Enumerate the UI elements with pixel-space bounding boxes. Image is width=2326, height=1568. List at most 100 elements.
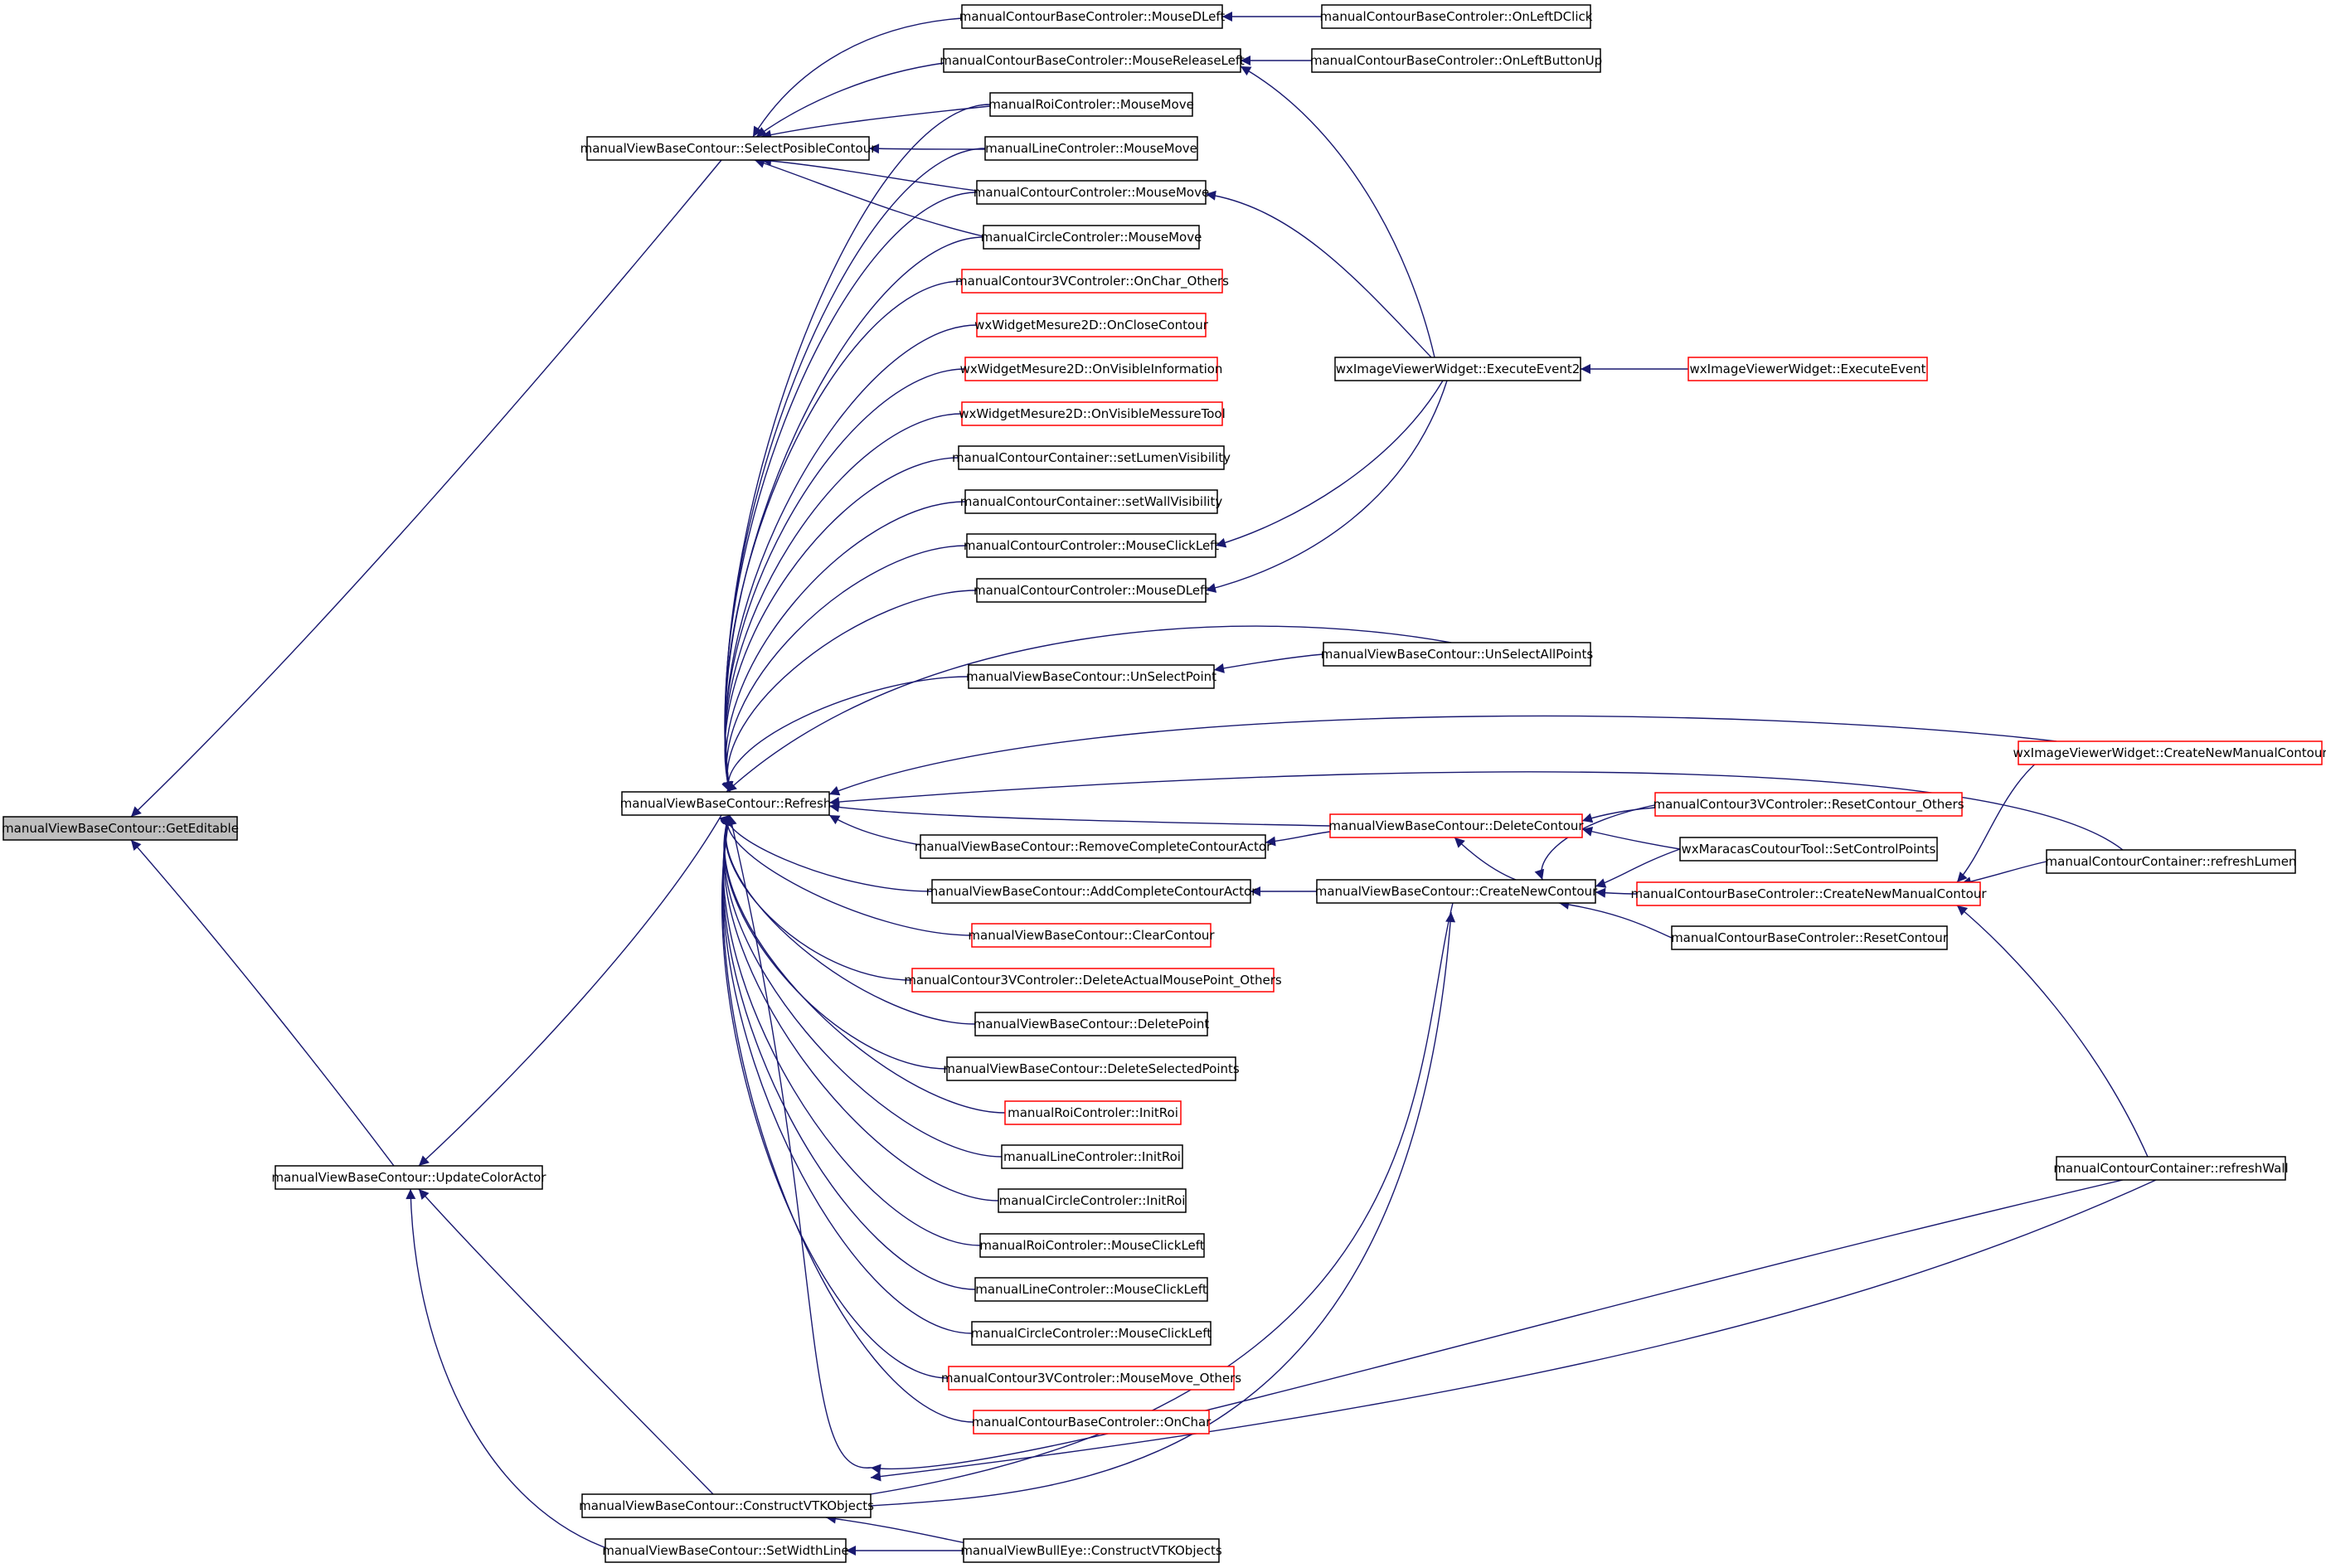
node-box <box>931 879 1251 904</box>
node-roi-init-roi[interactable]: manualRoiControler::InitRoi <box>1004 1100 1182 1125</box>
node-c3v-delete-actual-mouse-point-others[interactable]: manualContour3VControler::DeleteActualMo… <box>904 968 1282 993</box>
edge-set-width-line-to-update-color-actor <box>405 1188 614 1551</box>
edge-add-complete-contour-actor-to-refresh <box>719 814 933 892</box>
edge-wm-on-visible-information-to-refresh <box>722 368 966 793</box>
node-on-left-button-up[interactable]: manualContourBaseControler::OnLeftButton… <box>1310 48 1602 73</box>
node-box <box>961 401 1223 426</box>
node-box <box>1636 881 1981 906</box>
edge-un-select-all-points-to-un-select-point <box>1213 653 1324 673</box>
edge-wm-on-close-contour-to-refresh <box>723 324 978 793</box>
node-box <box>621 791 830 816</box>
node-label: manualRoiControler::InitRoi <box>1008 1105 1178 1120</box>
node-label: wxMaracasCoutourTool::SetControlPoints <box>1682 842 1936 857</box>
node-box <box>2018 740 2323 765</box>
node-box <box>976 313 1207 337</box>
node-box <box>1001 1144 1183 1169</box>
node-line-init-roi[interactable]: manualLineControler::InitRoi <box>1001 1144 1183 1169</box>
node-wm-on-visible-messure-tool[interactable]: wxWidgetMesure2D::OnVisibleMessureTool <box>959 401 1226 426</box>
node-wm-on-close-contour[interactable]: wxWidgetMesure2D::OnCloseContour <box>974 313 1209 337</box>
edge-roi-mouse-move-to-refresh <box>723 104 991 793</box>
node-label: manualLineControler::InitRoi <box>1003 1149 1181 1164</box>
node-base-create-new-manual-contour[interactable]: manualContourBaseControler::CreateNewMan… <box>1630 881 1987 906</box>
edge-roi-mouse-move-to-select-posible-contour <box>760 105 991 140</box>
node-get-editable[interactable]: manualViewBaseContour::GetEditable <box>2 816 239 841</box>
node-label: manualLineControler::MouseClickLeft <box>975 1282 1207 1297</box>
edge-roi-mouse-click-left-to-refresh <box>722 814 981 1246</box>
node-box <box>1311 48 1601 73</box>
node-set-lumen-visibility[interactable]: manualContourContainer::setLumenVisibili… <box>952 445 1231 470</box>
node-box <box>1329 813 1583 838</box>
node-label: manualViewBaseContour::UnSelectPoint <box>966 669 1216 684</box>
node-circle-mouse-move[interactable]: manualCircleControler::MouseMove <box>981 225 1202 250</box>
node-contour-mouse-click-left[interactable]: manualContourControler::MouseClickLeft <box>964 533 1219 558</box>
node-c3v-reset-contour-others[interactable]: manualContour3VControler::ResetContour_O… <box>1653 792 1964 817</box>
edge-un-select-all-points-to-refresh <box>726 625 1452 793</box>
node-refresh[interactable]: manualViewBaseContour::Refresh <box>620 791 832 816</box>
node-label: manualCircleControler::InitRoi <box>999 1193 1186 1208</box>
edge-delete-point-to-refresh <box>721 814 976 1025</box>
node-box <box>948 1366 1235 1391</box>
node-base-mouse-release-left[interactable]: manualContourBaseControler::MouseRelease… <box>940 48 1245 73</box>
node-delete-point[interactable]: manualViewBaseContour::DeletePoint <box>974 1012 1210 1036</box>
node-c3v-mouse-move-others[interactable]: manualContour3VControler::MouseMove_Othe… <box>941 1366 1241 1391</box>
edge-execute-event2-to-contour-mouse-move <box>1205 190 1432 358</box>
node-un-select-all-points[interactable]: manualViewBaseContour::UnSelectAllPoints <box>1321 642 1594 667</box>
node-label: manualContourBaseControler::OnLeftDClick <box>1320 9 1593 24</box>
node-on-left-dclick[interactable]: manualContourBaseControler::OnLeftDClick <box>1320 4 1593 29</box>
node-bull-eye-construct-vtkobjects[interactable]: manualViewBullEye::ConstructVTKObjects <box>960 1538 1222 1563</box>
node-box <box>1323 642 1591 667</box>
node-select-posible-contour[interactable]: manualViewBaseContour::SelectPosibleCont… <box>580 136 877 161</box>
nodes: manualViewBaseContour::GetEditablemanual… <box>2 4 2326 1563</box>
node-delete-selected-points[interactable]: manualViewBaseContour::DeleteSelectedPoi… <box>943 1056 1240 1081</box>
edge-roi-init-roi-to-refresh <box>721 814 1006 1114</box>
node-box <box>1687 357 1928 381</box>
node-contour-mouse-move[interactable]: manualContourControler::MouseMove <box>974 180 1209 205</box>
node-base-reset-contour[interactable]: manualContourBaseControler::ResetContour <box>1671 925 1949 950</box>
node-box <box>2056 1156 2286 1181</box>
node-create-new-contour[interactable]: manualViewBaseContour::CreateNewContour <box>1315 879 1598 904</box>
node-set-wall-visibility[interactable]: manualContourContainer::setWallVisibilit… <box>960 489 1223 514</box>
node-construct-vtkobjects[interactable]: manualViewBaseContour::ConstructVTKObjec… <box>579 1493 874 1518</box>
node-contour-mouse-dleft[interactable]: manualContourControler::MouseDLeft <box>974 578 1209 603</box>
node-box <box>1671 925 1948 950</box>
node-base-on-char[interactable]: manualContourBaseControler::OnChar <box>972 1410 1212 1435</box>
node-update-color-actor[interactable]: manualViewBaseContour::UpdateColorActor <box>272 1165 547 1190</box>
node-box <box>958 445 1225 470</box>
node-circle-mouse-click-left[interactable]: manualCircleControler::MouseClickLeft <box>971 1321 1212 1346</box>
node-label: wxWidgetMesure2D::OnCloseContour <box>974 318 1209 333</box>
edge-execute-event2-to-base-mouse-release-left <box>1240 66 1435 358</box>
node-line-mouse-click-left[interactable]: manualLineControler::MouseClickLeft <box>974 1277 1208 1302</box>
node-execute-event2[interactable]: wxImageViewerWidget::ExecuteEvent2 <box>1334 357 1581 381</box>
node-add-complete-contour-actor[interactable]: manualViewBaseContour::AddCompleteContou… <box>926 879 1258 904</box>
edge-delete-selected-points-to-refresh <box>721 814 948 1070</box>
node-remove-complete-contour-actor[interactable]: manualViewBaseContour::RemoveCompleteCon… <box>915 834 1272 859</box>
node-box <box>946 1056 1236 1081</box>
node-box <box>1004 1100 1182 1125</box>
node-execute-event[interactable]: wxImageViewerWidget::ExecuteEvent <box>1687 357 1928 381</box>
node-box <box>961 4 1223 29</box>
node-label: manualViewBaseContour::UpdateColorActor <box>272 1170 547 1185</box>
node-roi-mouse-move[interactable]: manualRoiControler::MouseMove <box>988 92 1194 117</box>
node-clear-contour[interactable]: manualViewBaseContour::ClearContour <box>968 923 1215 948</box>
node-set-control-points[interactable]: wxMaracasCoutourTool::SetControlPoints <box>1679 837 1938 862</box>
node-refresh-lumen[interactable]: manualContourContainer::refreshLumen <box>2046 849 2297 874</box>
node-box <box>971 923 1212 948</box>
node-refresh-wall[interactable]: manualContourContainer::refreshWall <box>2053 1156 2289 1181</box>
node-line-mouse-move[interactable]: manualLineControler::MouseMove <box>984 136 1198 161</box>
node-roi-mouse-click-left[interactable]: manualRoiControler::MouseClickLeft <box>979 1233 1205 1258</box>
edge-create-new-contour-to-delete-contour <box>1454 837 1517 881</box>
node-base-mouse-dleft[interactable]: manualContourBaseControler::MouseDLeft <box>959 4 1226 29</box>
node-label: manualViewBaseContour::DeletePoint <box>974 1017 1210 1032</box>
node-label: manualContourBaseControler::MouseDLeft <box>959 9 1226 24</box>
node-c3v-on-char-others[interactable]: manualContour3VControler::OnChar_Others <box>955 269 1229 294</box>
node-wm-on-visible-information[interactable]: wxWidgetMesure2D::OnVisibleInformation <box>960 357 1223 381</box>
node-wx-create-new-manual-contour[interactable]: wxImageViewerWidget::CreateNewManualCont… <box>2013 740 2326 765</box>
node-label: manualViewBullEye::ConstructVTKObjects <box>960 1543 1222 1558</box>
node-label: manualContourContainer::setLumenVisibili… <box>952 450 1231 465</box>
edge-refresh-wall-to-base-create-new-manual-contour <box>1956 905 2149 1158</box>
node-circle-init-roi[interactable]: manualCircleControler::InitRoi <box>998 1188 1187 1213</box>
node-un-select-point[interactable]: manualViewBaseContour::UnSelectPoint <box>966 664 1216 689</box>
node-set-width-line[interactable]: manualViewBaseContour::SetWidthLine <box>602 1538 849 1563</box>
node-delete-contour[interactable]: manualViewBaseContour::DeleteContour <box>1328 813 1584 838</box>
